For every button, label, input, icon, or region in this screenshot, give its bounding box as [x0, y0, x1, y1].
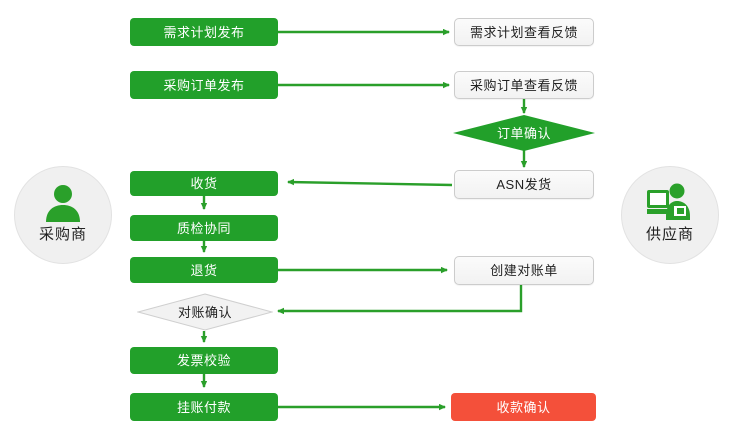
- diamond-shape: [137, 293, 273, 331]
- node-po-feedback[interactable]: 采购订单查看反馈: [454, 71, 594, 99]
- actor-buyer[interactable]: 采购商: [14, 166, 112, 264]
- node-label: 挂账付款: [176, 399, 231, 415]
- node-payable-payment[interactable]: 挂账付款: [130, 393, 278, 421]
- node-label: 质检协同: [176, 220, 231, 236]
- node-label: 发票校验: [176, 353, 231, 368]
- node-po-publish[interactable]: 采购订单发布: [130, 71, 278, 99]
- person-at-computer-icon: [646, 181, 694, 225]
- node-asn-ship[interactable]: ASN发货: [454, 170, 594, 199]
- node-qc-collab[interactable]: 质检协同: [130, 215, 278, 241]
- node-label: 需求计划查看反馈: [469, 24, 578, 40]
- actor-buyer-label: 采购商: [38, 226, 87, 243]
- node-demand-plan-publish[interactable]: 需求计划发布: [130, 18, 278, 46]
- node-invoice-check[interactable]: 发票校验: [130, 347, 278, 374]
- node-label: 收货: [190, 176, 218, 191]
- node-demand-plan-feedback[interactable]: 需求计划查看反馈: [454, 18, 594, 46]
- diamond-shape: [453, 115, 595, 151]
- node-receive-goods[interactable]: 收货: [130, 171, 278, 196]
- node-label: 订单确认: [496, 125, 551, 141]
- node-return-goods[interactable]: 退货: [130, 257, 278, 283]
- actor-supplier[interactable]: 供应商: [621, 166, 719, 264]
- node-label: 对账确认: [177, 304, 232, 320]
- node-label: 采购订单发布: [163, 77, 245, 93]
- node-create-statement[interactable]: 创建对账单: [454, 256, 594, 285]
- node-statement-confirm[interactable]: 对账确认: [137, 293, 273, 331]
- actor-supplier-label: 供应商: [645, 226, 694, 243]
- node-label: 采购订单查看反馈: [469, 77, 578, 93]
- node-order-confirm[interactable]: 订单确认: [453, 115, 595, 151]
- node-label: 退货: [190, 262, 218, 278]
- edge-asn-to-receive-goods: [287, 178, 453, 187]
- edge-create-statement-to-statement-confirm: [277, 284, 523, 315]
- person-icon: [42, 181, 84, 225]
- node-label: 创建对账单: [490, 263, 558, 278]
- node-label: 需求计划发布: [163, 24, 245, 40]
- node-receipt-confirm[interactable]: 收款确认: [451, 393, 596, 421]
- node-label: ASN发货: [496, 177, 552, 192]
- node-label: 收款确认: [496, 399, 551, 415]
